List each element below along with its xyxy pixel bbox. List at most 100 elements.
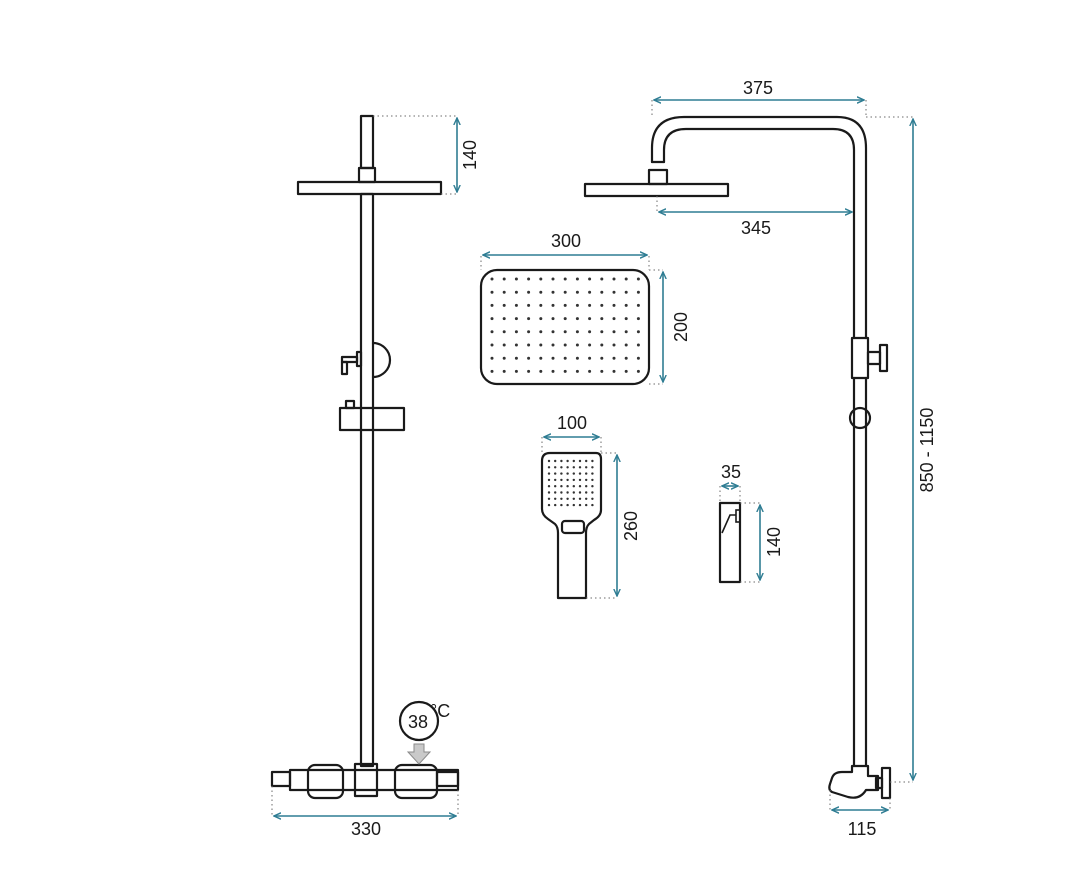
nozzle-dot xyxy=(539,303,543,307)
nozzle-dot xyxy=(585,491,588,494)
nozzle-dot xyxy=(527,303,531,307)
nozzle-dot xyxy=(547,472,551,475)
nozzle-dot xyxy=(612,277,616,281)
wall-holder: 35 140 xyxy=(718,462,784,584)
front-column xyxy=(359,192,375,768)
nozzle-dot xyxy=(554,478,557,482)
nozzle-dot xyxy=(490,369,494,373)
nozzle-dot xyxy=(591,472,594,475)
nozzle-dot xyxy=(572,466,575,469)
nozzle-dot xyxy=(560,466,563,469)
nozzle-dot xyxy=(572,503,575,507)
nozzle-dot xyxy=(547,466,551,469)
dim-head-height-label: 200 xyxy=(671,312,691,342)
dim-mixer-depth-label: 115 xyxy=(848,819,877,839)
nozzle-dot xyxy=(560,497,563,500)
nozzle-dot xyxy=(575,369,579,373)
nozzle-dot xyxy=(591,466,594,469)
nozzle-dot xyxy=(514,303,518,307)
nozzle-dot xyxy=(636,290,640,294)
side-dimensions: 375 345 850 - 1150 115 xyxy=(651,78,937,839)
nozzle-dot xyxy=(502,303,506,307)
side-arm-inner xyxy=(662,127,856,340)
nozzle-dot xyxy=(563,356,567,360)
nozzle-dot xyxy=(539,330,543,334)
nozzle-dot xyxy=(566,503,569,507)
nozzle-dot xyxy=(591,478,594,482)
nozzle-dot xyxy=(514,290,518,294)
holder-hook xyxy=(721,514,736,534)
nozzle-dot xyxy=(575,356,579,360)
dim-hand-width-label: 100 xyxy=(557,413,587,433)
nozzle-dot xyxy=(547,478,551,482)
nozzle-dot xyxy=(539,343,543,347)
nozzle-dot xyxy=(566,459,569,463)
nozzle-dot xyxy=(591,491,594,494)
front-mixer-body xyxy=(288,768,460,792)
nozzle-dot xyxy=(527,356,531,360)
nozzle-dot xyxy=(554,491,557,494)
display-pointer-arrow-icon xyxy=(406,743,432,765)
dim-column-height-label: 850 - 1150 xyxy=(917,408,937,493)
nozzle-dot xyxy=(490,317,494,321)
nozzle-dot xyxy=(490,303,494,307)
nozzle-dot xyxy=(560,485,563,488)
nozzle-dot xyxy=(514,317,518,321)
nozzle-dot xyxy=(547,503,551,507)
hand-shower-button xyxy=(560,519,586,535)
nozzle-dot xyxy=(588,317,592,321)
nozzle-dot xyxy=(588,356,592,360)
nozzle-dot xyxy=(624,330,628,334)
side-mixer-body xyxy=(828,764,880,799)
nozzle-dot xyxy=(547,491,551,494)
nozzle-dot xyxy=(560,459,563,463)
nozzle-dot xyxy=(636,330,640,334)
nozzle-dot xyxy=(600,290,604,294)
side-diverter-stem xyxy=(866,350,882,366)
nozzle-dot xyxy=(624,290,628,294)
nozzle-dot xyxy=(527,343,531,347)
side-diverter-body xyxy=(850,336,870,380)
nozzle-dot xyxy=(547,459,551,463)
side-diverter-knob xyxy=(878,343,889,373)
side-head-connector xyxy=(647,168,669,186)
nozzle-dot xyxy=(578,466,582,469)
nozzle-dot xyxy=(588,330,592,334)
nozzle-dot xyxy=(624,356,628,360)
nozzle-dot xyxy=(600,330,604,334)
side-shower-head xyxy=(583,182,730,198)
dim-head-width-label: 300 xyxy=(551,231,581,251)
nozzle-dot xyxy=(572,459,575,463)
nozzle-dot xyxy=(514,356,518,360)
nozzle-dot xyxy=(578,485,582,488)
nozzle-dot xyxy=(551,369,555,373)
nozzle-dot xyxy=(554,466,557,469)
nozzle-dot xyxy=(572,478,575,482)
nozzle-dot xyxy=(575,290,579,294)
nozzle-dot xyxy=(539,290,543,294)
nozzle-dot xyxy=(539,277,543,281)
nozzle-dot xyxy=(547,497,551,500)
nozzle-dot xyxy=(600,277,604,281)
nozzle-dot xyxy=(502,277,506,281)
nozzle-dot xyxy=(612,356,616,360)
temperature-unit: °C xyxy=(430,701,450,721)
nozzle-dot xyxy=(600,317,604,321)
nozzle-dot xyxy=(554,485,557,488)
nozzle-dot xyxy=(490,356,494,360)
nozzle-dot xyxy=(591,459,594,463)
nozzle-dot xyxy=(566,491,569,494)
nozzle-dot xyxy=(585,485,588,488)
shower-head-top-view: 300 200 xyxy=(479,231,691,386)
nozzle-dot xyxy=(612,343,616,347)
nozzle-dot xyxy=(554,459,557,463)
nozzle-dot xyxy=(636,277,640,281)
nozzle-dot xyxy=(514,277,518,281)
nozzle-dot xyxy=(575,317,579,321)
nozzle-dot xyxy=(591,485,594,488)
nozzle-dot xyxy=(563,330,567,334)
front-mixer-center xyxy=(353,762,379,798)
front-diverter-lever xyxy=(340,355,359,364)
hand-shower-nozzles xyxy=(547,459,594,507)
